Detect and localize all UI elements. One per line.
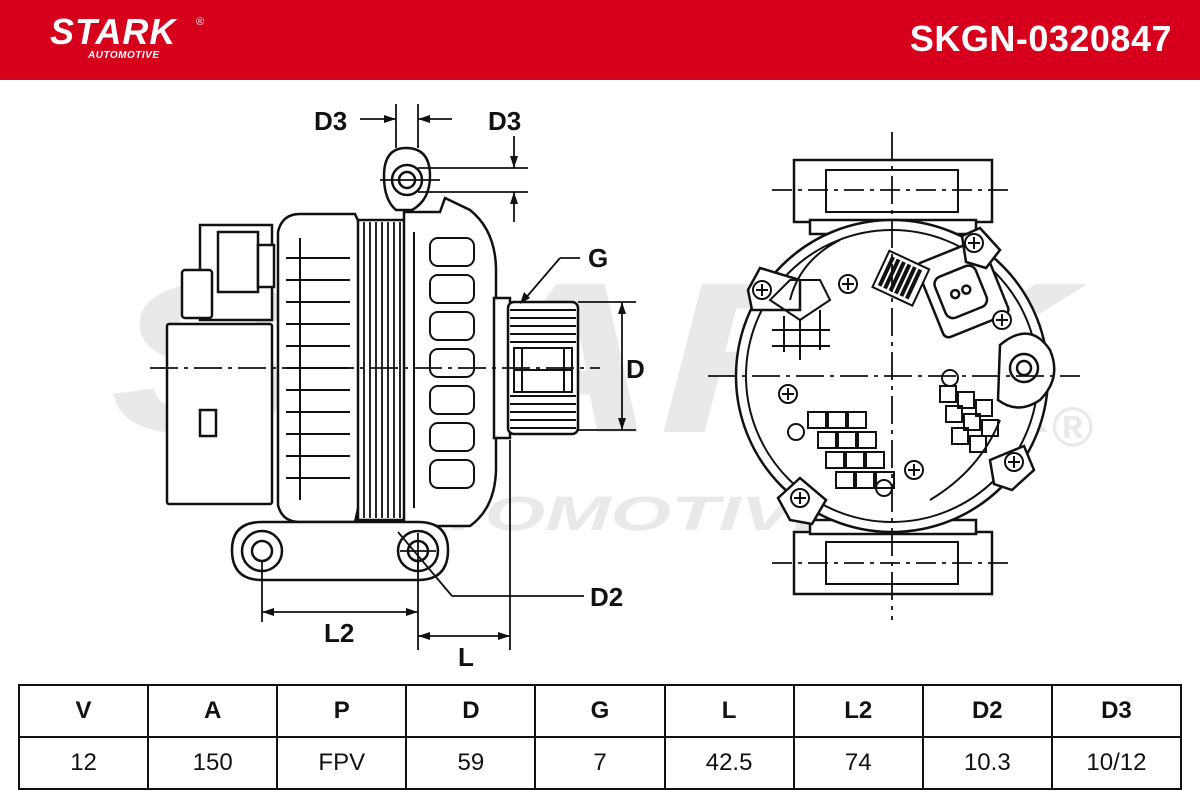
spec-header-cell: L2 xyxy=(792,684,924,738)
brand-subtitle: AUTOMOTIVE xyxy=(88,50,160,61)
spec-value-cell: 7 xyxy=(534,736,666,790)
spec-value-cell: 42.5 xyxy=(663,736,795,790)
brand-name: STARK xyxy=(50,11,177,52)
spec-value-cell: 10.3 xyxy=(921,736,1053,790)
rear-view-center-lines xyxy=(708,132,1080,620)
spec-value-cell: FPV xyxy=(276,736,408,790)
technical-drawing: STARK AUTOMOTIVE ® xyxy=(110,104,1093,672)
brand-logo: STARK ® AUTOMOTIVE xyxy=(50,10,210,66)
side-view-dimension-lines xyxy=(150,104,636,650)
header-bar: STARK ® AUTOMOTIVE SKGN-0320847 xyxy=(0,0,1200,80)
label-g: G xyxy=(588,243,608,273)
spec-header-cell: A xyxy=(147,684,279,738)
spec-header-cell: V xyxy=(17,684,150,738)
spec-header-row: V A P D G L L2 D2 D3 xyxy=(17,684,1183,738)
label-d2: D2 xyxy=(590,582,623,612)
spec-value-cell: 74 xyxy=(792,736,924,790)
spec-header-cell: L xyxy=(663,684,795,738)
label-l: L xyxy=(458,642,474,672)
watermark-registered: ® xyxy=(1052,395,1093,458)
side-view-labels: D3 D3 G D D2 L2 L xyxy=(314,106,645,672)
spec-header-cell: D3 xyxy=(1050,684,1183,738)
label-d: D xyxy=(626,354,645,384)
registered-mark: ® xyxy=(196,16,205,28)
alternator-side-view xyxy=(165,146,580,582)
spec-header-cell: D2 xyxy=(921,684,1053,738)
spec-table: V A P D G L L2 D2 D3 12 150 FPV 59 7 42.… xyxy=(17,684,1183,790)
spec-value-cell: 150 xyxy=(147,736,279,790)
spec-header-cell: G xyxy=(534,684,666,738)
label-d3-horizontal: D3 xyxy=(314,106,347,136)
label-l2: L2 xyxy=(324,618,354,648)
spec-value-cell: 12 xyxy=(17,736,150,790)
spec-header-cell: D xyxy=(405,684,537,738)
spec-value-row: 12 150 FPV 59 7 42.5 74 10.3 10/12 xyxy=(17,736,1183,790)
part-number: SKGN-0320847 xyxy=(909,18,1172,59)
spec-value-cell: 59 xyxy=(405,736,537,790)
spec-header-cell: P xyxy=(276,684,408,738)
label-d3-vertical: D3 xyxy=(488,106,521,136)
spec-value-cell: 10/12 xyxy=(1050,736,1183,790)
